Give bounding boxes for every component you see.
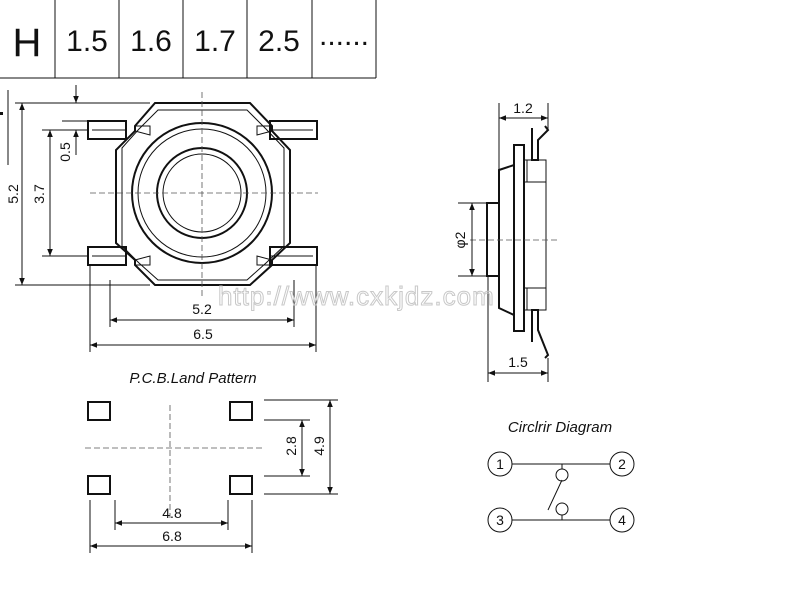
dim-lead-width: 0.5 — [57, 142, 73, 162]
pin-1-node — [487, 451, 513, 477]
pin-4-label: 4 — [618, 512, 626, 528]
dim-pcb-inner-height: 2.8 — [283, 436, 299, 456]
dim-overall-width: 6.5 — [193, 326, 213, 342]
height-value-4: 2.5 — [258, 25, 300, 58]
height-table-label: H — [13, 21, 42, 65]
pin-2-label: 2 — [618, 456, 626, 472]
height-value-more: ...... — [319, 19, 369, 52]
circuit-diagram: Circlrir Diagram 1 2 3 4 — [487, 419, 635, 533]
top-view: 5.2 3.7 0.5 5.2 6.5 — [5, 85, 318, 352]
dim-pcb-inner-width: 4.8 — [162, 505, 182, 521]
height-value-2: 1.6 — [130, 25, 172, 58]
side-view: 1.2 φ2 1.5 — [452, 100, 560, 382]
circuit-title: Circlrir Diagram — [508, 419, 612, 436]
pcb-title: P.C.B.Land Pattern — [129, 370, 256, 387]
pcb-pad-bottom-left — [87, 475, 111, 495]
dim-lead-pitch: 3.7 — [31, 184, 47, 204]
pin-4-node — [609, 507, 635, 533]
height-table: H 1.5 1.6 1.7 2.5 ...... — [0, 0, 377, 165]
pin-3-node — [487, 507, 513, 533]
height-value-1: 1.5 — [66, 25, 108, 58]
dim-pcb-outer-width: 6.8 — [162, 528, 182, 544]
dim-side-bottom-width: 1.5 — [508, 354, 528, 370]
dim-plunger-diameter: φ2 — [452, 231, 468, 248]
dim-pcb-outer-height: 4.9 — [311, 436, 327, 456]
pin-1-label: 1 — [496, 456, 504, 472]
dim-side-top-width: 1.2 — [513, 100, 533, 116]
pin-2-node — [609, 451, 635, 477]
pcb-land-pattern: P.C.B.Land Pattern 2.8 4.9 4.8 6.8 — [85, 370, 338, 553]
pcb-pad-top-left — [87, 401, 111, 421]
height-value-3: 1.7 — [194, 25, 236, 58]
dim-body-width: 5.2 — [192, 301, 212, 317]
watermark-text: http://www.cxkjdz.com — [218, 281, 495, 311]
dim-overall-height: 5.2 — [5, 184, 21, 204]
pcb-pad-top-right — [229, 401, 253, 421]
pin-3-label: 3 — [496, 512, 504, 528]
pcb-pad-bottom-right — [229, 475, 253, 495]
